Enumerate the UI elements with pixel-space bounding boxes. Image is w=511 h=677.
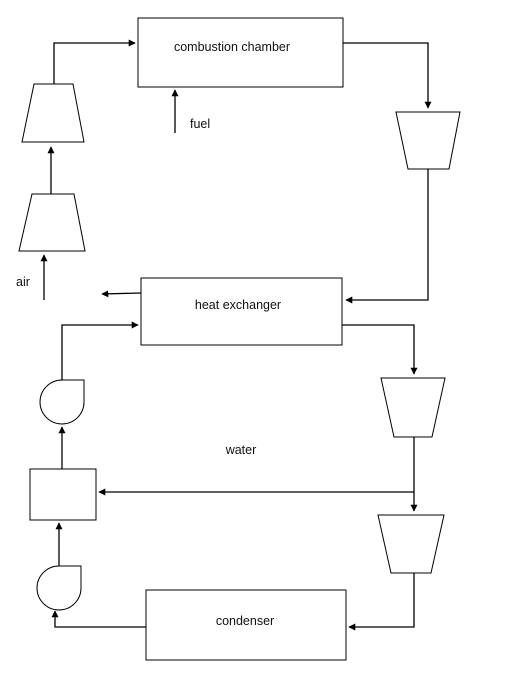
fuel-label: fuel: [190, 117, 210, 131]
condenser-to-pump-arrow: [51, 610, 146, 628]
combustion-chamber-box: [137, 17, 344, 88]
steam-turbine-high-pressure: [380, 377, 446, 438]
pump-lower: [36, 565, 82, 611]
air-label: air: [16, 275, 30, 289]
heat-exchanger-to-steam-turbine-arrow: [342, 324, 418, 375]
water-tank-box: [29, 468, 97, 521]
turbine-exhaust-to-heat-exchanger-arrow: [345, 169, 429, 304]
heat-exchanger-label: heat exchanger: [195, 298, 281, 312]
compressor-to-combustion-arrow: [53, 39, 136, 84]
compressor-low-pressure: [18, 193, 86, 252]
water-label: water: [225, 443, 257, 457]
heat-exchanger-exhaust-arrow: [101, 290, 142, 298]
turbine-to-condenser-arrow: [348, 573, 415, 631]
pump-to-heat-exchanger-arrow: [61, 321, 139, 380]
condenser-box: [145, 589, 347, 661]
pump-upper: [39, 379, 85, 425]
steam-turbine-low-pressure: [377, 514, 445, 574]
gas-turbine: [395, 111, 461, 170]
heat-exchanger-box: [140, 277, 343, 346]
combustion-to-turbine-arrow: [343, 42, 432, 109]
compressor-high-pressure: [21, 83, 85, 143]
combustion-chamber-label: combustion chamber: [174, 40, 290, 54]
condenser-label: condenser: [216, 614, 274, 628]
